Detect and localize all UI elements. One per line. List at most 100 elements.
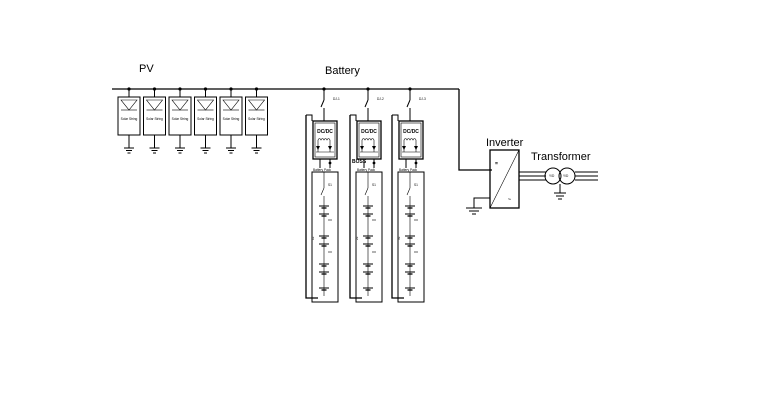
battery-pack-label: Battery Pack [357, 168, 375, 172]
solar-string: Solar String [117, 87, 141, 154]
transformer: Y/D Y/D [544, 167, 576, 185]
pack-id-label: 1# [311, 236, 315, 240]
breaker-switch-icon [406, 99, 411, 108]
solar-string-label: Solar String [223, 117, 240, 121]
arrow-icon [372, 146, 376, 150]
inductor-icon [403, 138, 417, 141]
breaker-label: DJ-3 [419, 97, 426, 101]
ground-icon [175, 142, 185, 154]
solar-string-label: Solar String [172, 117, 189, 121]
battery-pack-label: Battery Pack [313, 168, 331, 172]
transformer-ground-icon [554, 184, 566, 200]
battery-cell-icon [405, 205, 415, 209]
solar-string: Solar String [245, 87, 268, 154]
inductor-icon [361, 138, 375, 141]
battery-cell-icon [319, 263, 329, 267]
battery-cell-icon [363, 287, 373, 291]
ground-icon [200, 142, 211, 154]
inductor-icon [317, 138, 331, 141]
pv-label: PV [139, 63, 154, 75]
battery-cell-icon [319, 213, 329, 217]
arrow-icon [414, 146, 418, 150]
solar-string-label: Solar String [146, 117, 163, 121]
transformer-winding-2: Y/D [563, 174, 569, 178]
pv-panel-icon [145, 99, 164, 111]
battery-pack-label: Battery Pack [399, 168, 417, 172]
inverter-label: Inverter [486, 137, 524, 149]
battery-cell-icon [405, 213, 415, 217]
bus-junction [152, 87, 157, 91]
boss-label: BOSS [352, 159, 367, 165]
ground-icon [226, 142, 236, 154]
pack-switch-label: S1 [372, 183, 376, 187]
pack-switch-icon [320, 187, 325, 196]
battery-cell-icon [319, 235, 329, 239]
battery-cell-icon [405, 271, 415, 275]
pv-panel-icon [222, 99, 240, 111]
converter-label: DC/DC [403, 129, 419, 135]
pack-switch-icon [406, 187, 411, 196]
converter-label: DC/DC [361, 129, 377, 135]
breaker-switch-icon [364, 99, 369, 108]
battery-cell-icon [319, 205, 329, 209]
solar-string: Solar String [194, 87, 217, 154]
inverter: = ~ [489, 149, 520, 209]
solar-string: Solar String [143, 87, 166, 154]
pv-panel-icon [196, 99, 215, 111]
dcdc-converter [398, 120, 424, 160]
pack-switch-label: S1 [328, 183, 332, 187]
pack-id-label: 3# [397, 236, 401, 240]
battery-cell-icon [363, 271, 373, 275]
inverter-dc-symbol: = [495, 161, 498, 167]
pv-panel-icon [171, 99, 189, 111]
arrow-icon [402, 146, 406, 150]
bus-junction [203, 87, 208, 91]
inverter-ac-symbol: ~ [508, 197, 511, 203]
inverter-ground-icon [466, 197, 490, 215]
battery-cell-icon [363, 205, 373, 209]
battery-cell-icon [319, 287, 329, 291]
solar-string: Solar String [168, 87, 192, 154]
converter-label: DC/DC [317, 129, 333, 135]
pack-switch-icon [364, 187, 369, 196]
battery-cell-icon [405, 235, 415, 239]
solar-string-label: Solar String [121, 117, 138, 121]
bus-to-inverter-wire [458, 89, 492, 171]
battery-cell-icon [405, 263, 415, 267]
transformer-label: Transformer [531, 151, 591, 163]
ground-icon [149, 142, 160, 154]
bus-junction [254, 87, 259, 91]
battery-cell-icon [319, 243, 329, 247]
arrow-icon [360, 146, 364, 150]
solar-string-label: Solar String [248, 117, 265, 121]
pv-array: Solar String Solar String Solar String Sola… [117, 87, 268, 154]
battery-cell-icon [363, 213, 373, 217]
battery-cell-icon [363, 243, 373, 247]
arrow-icon [316, 146, 320, 150]
pack-switch-label: S1 [414, 183, 418, 187]
battery-cell-icon [319, 271, 329, 275]
battery-label: Battery [325, 65, 360, 77]
solar-string: Solar String [219, 87, 243, 154]
battery-cell-icon [405, 243, 415, 247]
solar-string-label: Solar String [197, 117, 214, 121]
pack-id-label: 2# [355, 236, 359, 240]
ground-icon [124, 142, 134, 154]
battery-cell-icon [405, 287, 415, 291]
breaker-label: DJ-1 [333, 97, 340, 101]
battery-cell-icon [363, 263, 373, 267]
bus-junction [127, 87, 131, 91]
bus-junction [229, 87, 233, 91]
breaker-switch-icon [320, 99, 325, 108]
arrow-icon [328, 146, 332, 150]
ground-icon [251, 142, 262, 154]
pv-panel-icon [120, 99, 138, 111]
bus-junction [178, 87, 182, 91]
pv-panel-icon [247, 99, 266, 111]
battery-cell-icon [363, 235, 373, 239]
